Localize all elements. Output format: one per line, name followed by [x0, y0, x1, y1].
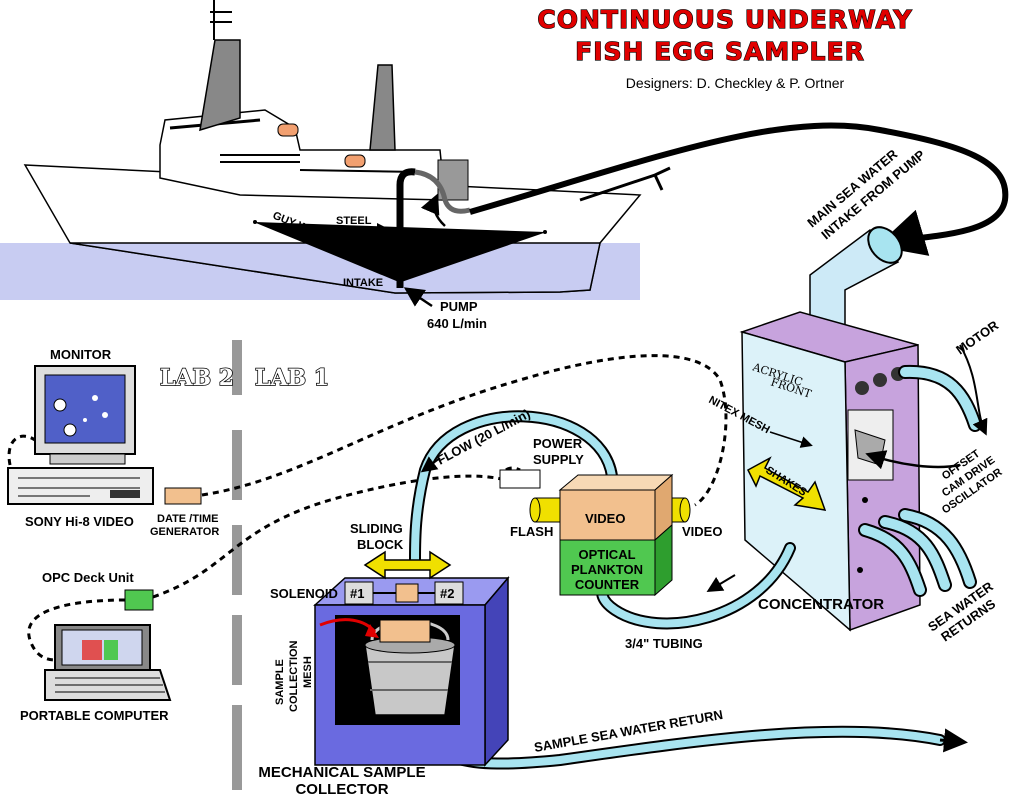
solenoid-2-label: #2	[440, 586, 454, 601]
ship-funnel	[369, 64, 396, 151]
collector-label-2: COLLECTOR	[295, 781, 388, 795]
opc-deck-unit-label: OPC Deck Unit	[42, 570, 134, 585]
designers-credit: Designers: D. Checkley & P. Ortner	[626, 75, 845, 91]
pump-label: PUMP	[440, 299, 478, 314]
mesh-label-3: MESH	[302, 656, 314, 688]
video-recorder-label: SONY Hi-8 VIDEO	[25, 514, 134, 529]
sliding-block-label-2: BLOCK	[357, 537, 404, 552]
title-block: CONTINUOUS UNDERWAY FISH EGG SAMPLER Des…	[537, 4, 912, 91]
title-line-2: FISH EGG SAMPLER	[575, 37, 865, 66]
optical-plankton-counter: POWER SUPPLY VIDEO OPTICAL PLANKTON COUN…	[499, 436, 722, 597]
portable-computer-label: PORTABLE COMPUTER	[20, 708, 169, 723]
sample-return-arrow	[939, 728, 968, 753]
sliding-block-label-1: SLIDING	[350, 521, 403, 536]
video-out-label: VIDEO	[682, 524, 722, 539]
acrylic-front	[741, 330, 851, 632]
opc-counter-label-2: PLANKTON	[571, 562, 643, 577]
motor-arrow	[959, 344, 988, 436]
lab-2-label: LAB 2	[160, 365, 234, 391]
sliding-block	[395, 583, 419, 603]
video-recorder: SONY Hi-8 VIDEO	[7, 467, 154, 529]
concentrator-label: CONCENTRATOR	[758, 596, 884, 613]
mechanical-sample-collector: #1 #2 SLIDING BLOCK SOLENOID SAMPLE COLL…	[258, 521, 510, 795]
main-intake-hose	[469, 122, 1009, 243]
portable-computer: PORTABLE COMPUTER	[20, 624, 172, 723]
lab-divider: LAB 2 LAB 1	[159, 340, 330, 790]
shakes-arrow	[747, 456, 827, 511]
mesh-label-2: COLLECTION	[288, 640, 300, 712]
sample-bucket	[364, 644, 456, 716]
steel-pipe-label-2: PIPE	[343, 228, 368, 240]
pump-arrow	[403, 287, 433, 308]
power-supply-label-2: SUPPLY	[533, 452, 584, 467]
ship-mast-front	[199, 39, 241, 132]
opc-counter-box	[559, 539, 656, 596]
motor-label: MOTOR	[953, 317, 1002, 357]
tubing-arrow	[706, 574, 736, 593]
sliding-block-arrow	[363, 550, 452, 580]
date-time-label-2: GENERATOR	[150, 526, 219, 538]
date-time-label-1: DATE /TIME	[157, 513, 219, 525]
cable-opc-to-deck	[152, 474, 506, 599]
opc-video-label: VIDEO	[585, 511, 625, 526]
research-ship: GUY WIRE STEEL PIPE FLEX HOSE INTAKE PUM…	[0, 0, 671, 331]
lifeboat-2	[344, 154, 366, 168]
offset-arrow	[865, 450, 961, 470]
flow-arrow	[420, 456, 441, 473]
flex-hose	[414, 169, 471, 214]
monitor-label: MONITOR	[50, 347, 112, 362]
deck-windows	[220, 154, 421, 173]
solenoid-label: SOLENOID	[270, 586, 338, 601]
nitex-mesh-arrow	[769, 431, 813, 448]
ship-mast-top	[210, 0, 232, 40]
power-supply-box	[499, 469, 541, 489]
flex-hose-arrow	[420, 193, 446, 227]
cable-monitor-to-recorder	[7, 434, 36, 466]
title-line-1: CONTINUOUS UNDERWAY	[537, 5, 912, 34]
steel-pipe-label-1: STEEL	[336, 215, 372, 227]
steel-pipe	[396, 168, 416, 288]
opc-deck-unit: OPC Deck Unit	[42, 570, 154, 611]
opc-video-box	[559, 489, 656, 541]
opc-counter-label-1: OPTICAL	[578, 547, 635, 562]
intake-label: INTAKE	[343, 277, 383, 289]
lifeboat-1	[277, 123, 299, 137]
flash-label: FLASH	[510, 524, 553, 539]
tubing-label: 3/4" TUBING	[625, 636, 703, 651]
mesh-label-1: SAMPLE	[274, 659, 286, 705]
collector-label-1: MECHANICAL SAMPLE	[258, 764, 425, 781]
date-time-generator: DATE /TIME GENERATOR	[150, 487, 219, 538]
monitor: MONITOR	[34, 347, 136, 465]
collector-side	[484, 575, 509, 767]
solenoid-1-label: #1	[350, 586, 364, 601]
pump-rate-label: 640 L/min	[427, 316, 487, 331]
power-supply-label-1: POWER	[533, 436, 583, 451]
flex-hose-label: FLEX HOSE	[440, 229, 502, 241]
lab-1-label: LAB 1	[255, 365, 329, 391]
sea-water-return-hoses	[858, 508, 977, 597]
flow-tube	[411, 412, 616, 564]
opc-counter-label-3: COUNTER	[575, 577, 640, 592]
stern-crane	[579, 166, 671, 202]
